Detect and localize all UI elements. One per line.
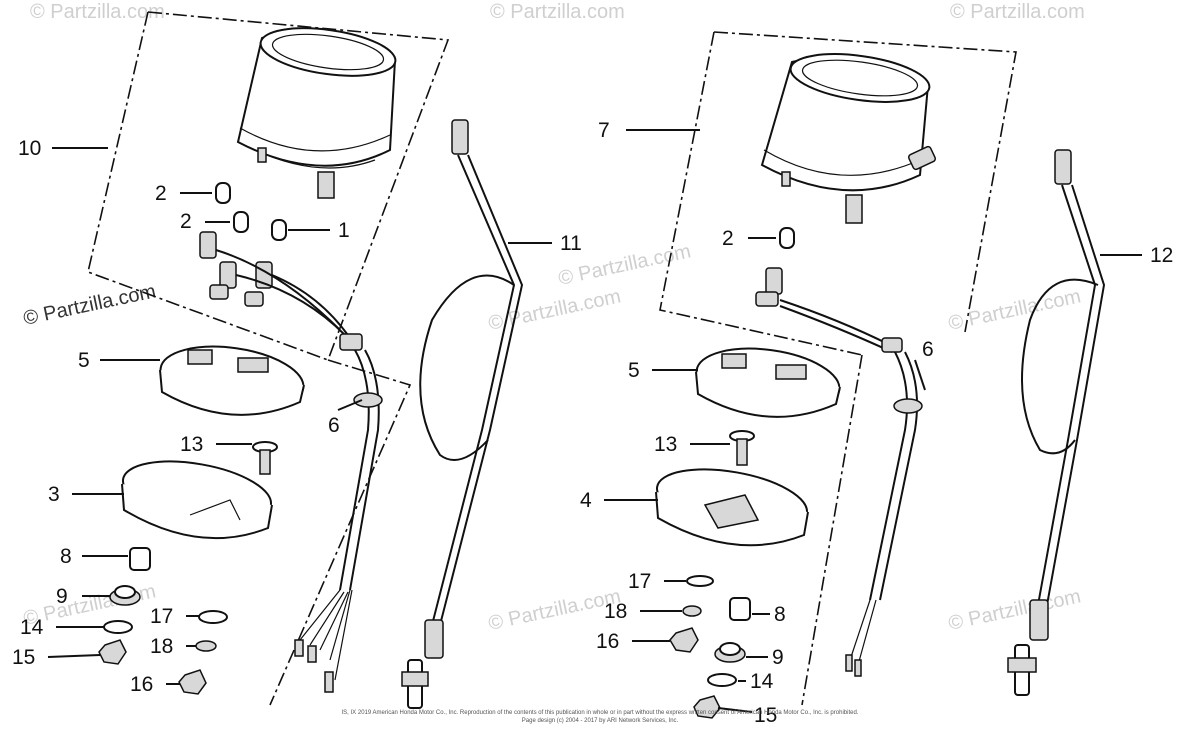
callout-label: 2 <box>722 227 734 250</box>
assembly-boundary <box>269 359 412 706</box>
watermark: © Partzilla.com <box>486 585 622 635</box>
hardware-small-parts <box>98 547 228 695</box>
callout-label: 6 <box>922 338 934 361</box>
callout-label: 5 <box>78 349 90 372</box>
callout-label: 17 <box>150 605 173 628</box>
callout-label: 12 <box>1150 244 1173 267</box>
right-callouts: 7 12 2 6 5 13 4 17 18 8 16 9 14 <box>580 119 1173 727</box>
callout-label: 4 <box>580 489 592 512</box>
bulb <box>779 227 795 249</box>
meter-housing <box>236 27 397 199</box>
callout-label: 2 <box>155 182 167 205</box>
tachometer-cable <box>1007 149 1106 696</box>
callout-label: 1 <box>338 219 350 242</box>
callout-label: 8 <box>60 545 72 568</box>
screw <box>252 441 278 475</box>
callout-label: 14 <box>750 670 774 693</box>
callout-label: 5 <box>628 359 640 382</box>
footer: IS, IX 2019 American Honda Motor Co., In… <box>342 710 859 724</box>
watermark: © Partzilla.com <box>946 285 1082 335</box>
assembly-boundary <box>147 11 450 361</box>
callout-label: 16 <box>130 673 153 696</box>
callout-label: 11 <box>560 232 582 255</box>
callout-label: 8 <box>774 603 786 626</box>
callout-label: 13 <box>654 433 677 456</box>
speedometer-cable <box>401 119 524 709</box>
callout-label: 10 <box>18 137 41 160</box>
callout-label: 3 <box>48 483 60 506</box>
assembly-boundary <box>87 11 329 361</box>
meter-housing <box>760 53 937 224</box>
watermark: © Partzilla.com <box>30 1 165 23</box>
callout-label: 16 <box>596 630 619 653</box>
copyright-line: IS, IX 2019 American Honda Motor Co., In… <box>342 710 859 716</box>
watermark: © Partzilla.com <box>21 280 157 330</box>
callout-label: 2 <box>180 210 192 233</box>
callout-label: 15 <box>12 646 35 669</box>
meter-cover <box>121 460 273 540</box>
wire-harness-lower <box>845 351 923 677</box>
hardware-small-parts <box>669 575 751 719</box>
watermark: © Partzilla.com <box>946 585 1082 635</box>
left-assembly: 10 2 2 1 11 5 6 13 3 8 9 17 14 <box>12 11 582 709</box>
watermark: © Partzilla.com <box>490 1 625 23</box>
meter-case <box>695 347 841 418</box>
callout-label: 17 <box>628 570 651 593</box>
callout-label: 6 <box>328 414 340 437</box>
callout-label: 15 <box>754 704 777 727</box>
screw <box>729 430 755 466</box>
socket-harness <box>199 231 363 351</box>
callout-label: 14 <box>20 616 44 639</box>
callout-label: 9 <box>772 646 784 669</box>
callout-label: 18 <box>604 600 627 623</box>
callout-label: 13 <box>180 433 203 456</box>
wire-harness-lower <box>294 349 383 693</box>
copyright-line: Page design (c) 2004 - 2017 by ARI Netwo… <box>522 718 679 724</box>
right-assembly: 7 12 2 6 5 13 4 17 18 8 16 9 14 <box>580 31 1173 727</box>
bulb-group <box>215 182 287 241</box>
meter-case <box>159 345 305 416</box>
callout-label: 18 <box>150 635 173 658</box>
callout-label: 7 <box>598 119 610 142</box>
meter-cover <box>655 468 809 547</box>
watermark: © Partzilla.com <box>950 1 1085 23</box>
socket-harness <box>755 267 903 353</box>
callout-label: 9 <box>56 585 68 608</box>
watermark: © Partzilla.com <box>486 285 622 335</box>
left-callouts: 10 2 2 1 11 5 6 13 3 8 9 17 14 <box>12 137 582 696</box>
